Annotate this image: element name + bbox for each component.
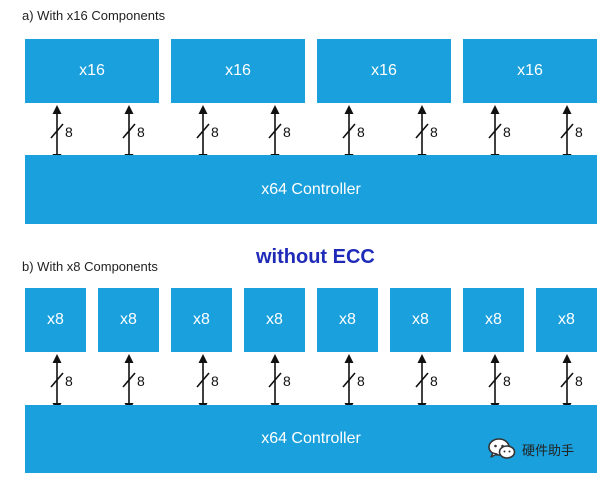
bus-b-3: 8: [194, 353, 234, 413]
bus-b-7: 8: [486, 353, 526, 413]
bus-b-2: 8: [120, 353, 160, 413]
bus-a-7: 8: [486, 104, 526, 164]
bus-a-5: 8: [340, 104, 380, 164]
x8-chip-1: x8: [25, 288, 86, 352]
x16-chip-2: x16: [171, 39, 305, 103]
bus-width-label: 8: [430, 373, 438, 389]
bus-a-1: 8: [48, 104, 88, 164]
bus-width-label: 8: [211, 124, 219, 140]
x8-chip-4: x8: [244, 288, 305, 352]
bus-width-label: 8: [503, 124, 511, 140]
bus-width-label: 8: [211, 373, 219, 389]
bus-b-4: 8: [266, 353, 306, 413]
x8-chip-2: x8: [98, 288, 159, 352]
x8-chip-5: x8: [317, 288, 378, 352]
bus-b-1: 8: [48, 353, 88, 413]
ecc-note: without ECC: [256, 246, 375, 268]
bus-width-label: 8: [357, 373, 365, 389]
bus-a-6: 8: [413, 104, 453, 164]
x16-chip-4: x16: [463, 39, 597, 103]
bus-width-label: 8: [575, 124, 583, 140]
controller-a: x64 Controller: [25, 155, 597, 224]
x8-chip-3: x8: [171, 288, 232, 352]
x8-chip-8: x8: [536, 288, 597, 352]
x16-chip-1: x16: [25, 39, 159, 103]
bus-a-2: 8: [120, 104, 160, 164]
bus-width-label: 8: [65, 124, 73, 140]
x8-chip-7: x8: [463, 288, 524, 352]
bus-width-label: 8: [283, 373, 291, 389]
bus-b-8: 8: [558, 353, 598, 413]
bus-a-4: 8: [266, 104, 306, 164]
bus-width-label: 8: [137, 373, 145, 389]
section-a-title: a) With x16 Components: [22, 8, 166, 23]
bus-width-label: 8: [575, 373, 583, 389]
bus-width-label: 8: [503, 373, 511, 389]
bus-width-label: 8: [137, 124, 145, 140]
watermark-text: 硬件助手: [522, 442, 575, 458]
bus-width-label: 8: [283, 124, 291, 140]
bus-width-label: 8: [357, 124, 365, 140]
bus-b-5: 8: [340, 353, 380, 413]
bus-width-label: 8: [65, 373, 73, 389]
bus-a-3: 8: [194, 104, 234, 164]
watermark: 硬件助手: [488, 438, 574, 460]
x8-chip-6: x8: [390, 288, 451, 352]
x16-chip-3: x16: [317, 39, 451, 103]
bus-a-8: 8: [558, 104, 598, 164]
wechat-icon: [488, 438, 516, 459]
bus-b-6: 8: [413, 353, 453, 413]
section-b-title: b) With x8 Components: [22, 259, 158, 274]
bus-width-label: 8: [430, 124, 438, 140]
